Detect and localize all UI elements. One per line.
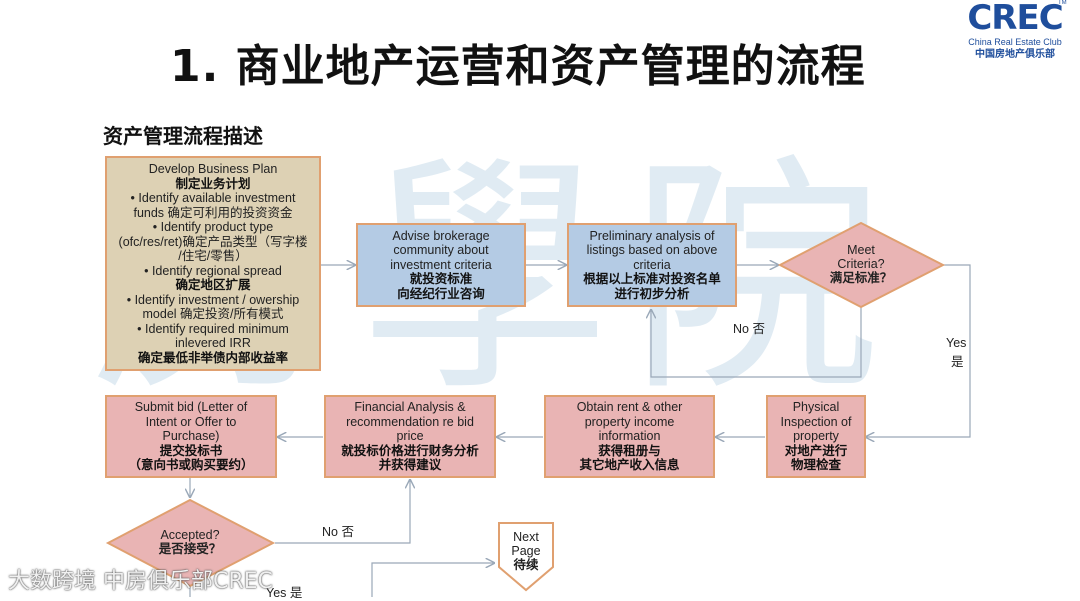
arrow-meet-yes [866, 264, 971, 437]
accepted-diamond [105, 498, 276, 588]
submit-cn-2: （意向书或购买要约） [128, 458, 254, 473]
arrow-to-next-page [371, 563, 494, 597]
logo-main: CREC [967, 0, 1063, 38]
next-page-text: Next Page 待续 [499, 530, 553, 572]
rent-cn-2: 其它地产收入信息 [579, 458, 680, 473]
logo-english: China Real Estate Club [968, 37, 1062, 47]
business-plan-line: • Identify available investment [130, 191, 296, 205]
submit-bid-box: Submit bid (Letter of Intent or Offer to… [105, 395, 277, 478]
business-plan-line: 确定地区扩展 [175, 278, 251, 292]
arrow-accepted-no [275, 480, 410, 544]
no-label-accepted: No 否 [322, 525, 354, 539]
logo-chinese: 中国房地产俱乐部 [975, 49, 1055, 60]
prelim-cn-2: 进行初步分析 [614, 286, 690, 301]
financial-en-1: Financial Analysis & [354, 400, 466, 415]
meet-en-2: Criteria? [837, 257, 885, 271]
rent-en-2: property income [584, 414, 675, 429]
advise-brokerage-box: Advise brokerage community about investm… [356, 223, 526, 307]
accepted-text: Accepted? 是否接受？ [140, 528, 240, 556]
financial-cn-1: 就投标价格进行财务分析 [341, 443, 479, 458]
physical-cn-2: 物理检查 [790, 458, 841, 473]
obtain-rent-box: Obtain rent & other property income info… [544, 395, 715, 478]
business-plan-line: /住宅/零售） [178, 249, 248, 263]
physical-en-2: Inspection of [780, 414, 852, 429]
meet-cn-1: 满足标准？ [829, 271, 893, 285]
advise-cn-2: 向经纪行业咨询 [397, 286, 485, 301]
meet-en-1: Meet [847, 243, 875, 257]
next-en-1: Next [513, 530, 539, 544]
prelim-cn-1: 根据以上标准对投资名单 [583, 272, 721, 287]
financial-cn-2: 并获得建议 [378, 458, 442, 473]
submit-en-3: Purchase) [162, 429, 220, 444]
submit-en-2: Intent or Offer to [145, 414, 237, 429]
rent-en-3: information [598, 429, 661, 444]
meet-criteria-text: Meet Criteria? 满足标准？ [810, 243, 912, 285]
yes-label-meet-en: Yes [946, 336, 967, 350]
page-title: 1. 商业地产运营和资产管理的流程 [170, 41, 866, 92]
rent-en-1: Obtain rent & other [576, 400, 683, 415]
trademark-mark: TM [1058, 0, 1067, 6]
business-plan-line: • Identify investment / owership [126, 292, 300, 307]
business-plan-line: model 确定投资/所有模式 [142, 307, 284, 321]
business-plan-line: Develop Business Plan [148, 162, 278, 176]
rent-cn-1: 获得租册与 [598, 443, 661, 458]
business-plan-line: 确定最低非举债内部收益率 [137, 350, 288, 365]
physical-en-1: Physical [792, 400, 840, 415]
arrow-meet-no-loop [651, 306, 862, 378]
advise-en-2: community about [393, 243, 489, 258]
business-plan-line: inlevered IRR [175, 336, 251, 350]
next-cn: 待续 [513, 558, 539, 572]
footer-watermark: 大数跨境 中房俱乐部CREC [8, 569, 273, 594]
physical-cn-1: 对地产进行 [784, 443, 848, 458]
advise-en-3: investment criteria [390, 257, 492, 272]
no-label-meet: No 否 [733, 322, 765, 336]
preliminary-analysis-box: Preliminary analysis of listings based o… [567, 223, 737, 307]
business-plan-line: • Identify product type [152, 220, 274, 234]
accepted-cn: 是否接受？ [158, 542, 222, 556]
submit-cn-1: 提交投标书 [159, 443, 223, 458]
submit-en-1: Submit bid (Letter of [134, 400, 248, 415]
accepted-en: Accepted? [160, 528, 220, 542]
yes-label-meet-cn: 是 [951, 355, 964, 369]
financial-en-2: recommendation re bid [346, 414, 474, 429]
business-plan-line: • Identify regional spread [144, 263, 282, 278]
next-en-2: Page [511, 544, 541, 558]
prelim-en-1: Preliminary analysis of [589, 228, 715, 243]
advise-cn-1: 就投资标准 [409, 272, 473, 287]
physical-inspection-box: Physical Inspection of property 对地产进行 物理… [766, 395, 866, 478]
financial-analysis-box: Financial Analysis & recommendation re b… [324, 395, 496, 478]
business-plan-line: 制定业务计划 [175, 176, 251, 191]
prelim-en-3: criteria [633, 257, 671, 272]
physical-en-3: property [793, 429, 839, 444]
crec-logo: CREC China Real Estate Club 中国房地产俱乐部 [960, 0, 1070, 62]
prelim-en-2: listings based on above [586, 243, 718, 258]
business-plan-line: • Identify required minimum [137, 321, 289, 336]
meet-criteria-diamond [777, 221, 946, 309]
advise-en-1: Advise brokerage [392, 228, 490, 243]
section-subtitle: 资产管理流程描述 [103, 124, 263, 148]
business-plan-line: (ofc/res/ret)确定产品类型（写字楼 [118, 234, 308, 249]
business-plan-line: funds 确定可利用的投资资金 [133, 205, 293, 220]
financial-en-3: price [396, 429, 424, 444]
next-page-connector [498, 522, 554, 592]
